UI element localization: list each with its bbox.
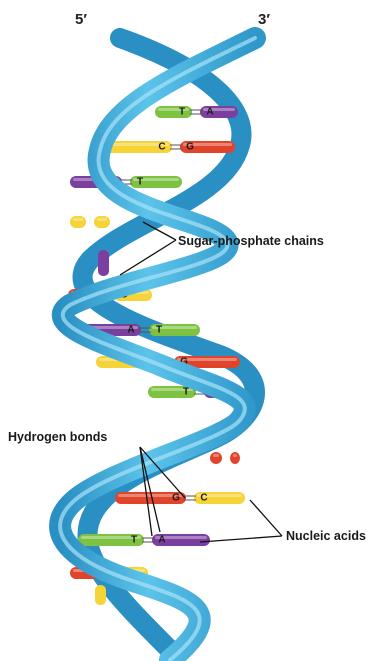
base-letter-left: C bbox=[158, 142, 165, 153]
callout-nucleic-acids: Nucleic acids bbox=[200, 500, 366, 543]
nucleotide-stub bbox=[98, 250, 109, 276]
nucleotide-left bbox=[210, 452, 222, 464]
base-letter-left: T bbox=[131, 535, 137, 546]
base-highlight bbox=[213, 454, 219, 457]
base-letter-right: T bbox=[137, 177, 143, 188]
nucleotide-stub bbox=[95, 585, 106, 605]
nucleotide-right bbox=[230, 452, 240, 464]
five-prime-label: 5′ bbox=[75, 11, 87, 28]
nucleotide-left bbox=[155, 106, 192, 118]
base-letter-right: G bbox=[186, 142, 194, 153]
base-pair bbox=[70, 216, 110, 228]
base-letter-left: G bbox=[172, 493, 180, 504]
base-pair bbox=[210, 452, 240, 464]
nucleotide-right bbox=[94, 216, 110, 228]
hydrogen-bonds-label: Hydrogen bonds bbox=[8, 430, 107, 444]
base-letter-left: T bbox=[179, 107, 185, 118]
base-highlight bbox=[97, 218, 107, 221]
nucleic-acids-label: Nucleic acids bbox=[286, 529, 366, 543]
three-prime-label: 3′ bbox=[258, 11, 270, 28]
base-letter-right: C bbox=[200, 493, 207, 504]
sugar-phosphate-label: Sugar-phosphate chains bbox=[178, 234, 324, 248]
nucleotide-left bbox=[70, 216, 86, 228]
base-highlight bbox=[73, 218, 83, 221]
base-letter-left: A bbox=[127, 325, 134, 336]
base-letter-right: A bbox=[158, 535, 165, 546]
base-highlight bbox=[233, 454, 237, 457]
base-letter-left: T bbox=[183, 387, 189, 398]
base-letter-right: T bbox=[156, 325, 162, 336]
base-letter-right: A bbox=[206, 107, 213, 118]
